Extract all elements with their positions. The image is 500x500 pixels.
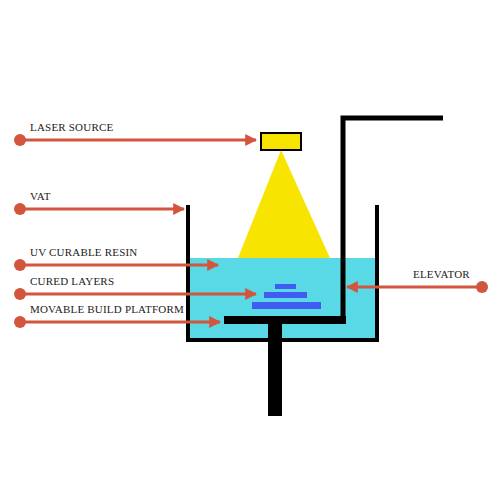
leader-dot [14, 316, 26, 328]
leader-dot [476, 281, 488, 293]
leader-dot [14, 203, 26, 215]
cured-layer [252, 302, 321, 309]
laser-source [261, 133, 301, 150]
elevator-arm [343, 118, 443, 324]
leader-arrow [20, 139, 256, 142]
leader-dot [14, 134, 26, 146]
part-label: LASER SOURCE [30, 121, 113, 134]
part-label: UV CURABLE RESIN [30, 246, 138, 259]
laser-beam [238, 150, 330, 258]
cured-layer [264, 292, 307, 298]
vat-outline [188, 205, 377, 340]
platform-stem [268, 324, 282, 416]
leader-arrow [347, 286, 482, 289]
leader-arrow [20, 264, 218, 267]
leader-arrow [20, 208, 184, 211]
cured-layer [275, 284, 296, 289]
part-label: MOVABLE BUILD PLATFORM [30, 303, 184, 316]
build-platform [224, 316, 346, 324]
resin-fill [190, 258, 376, 339]
part-label: VAT [30, 190, 51, 203]
part-label: ELEVATOR [413, 268, 470, 281]
leader-dot [14, 288, 26, 300]
leader-arrow [20, 321, 220, 324]
leader-arrow [20, 293, 256, 296]
part-label: CURED LAYERS [30, 275, 114, 288]
leader-dot [14, 259, 26, 271]
